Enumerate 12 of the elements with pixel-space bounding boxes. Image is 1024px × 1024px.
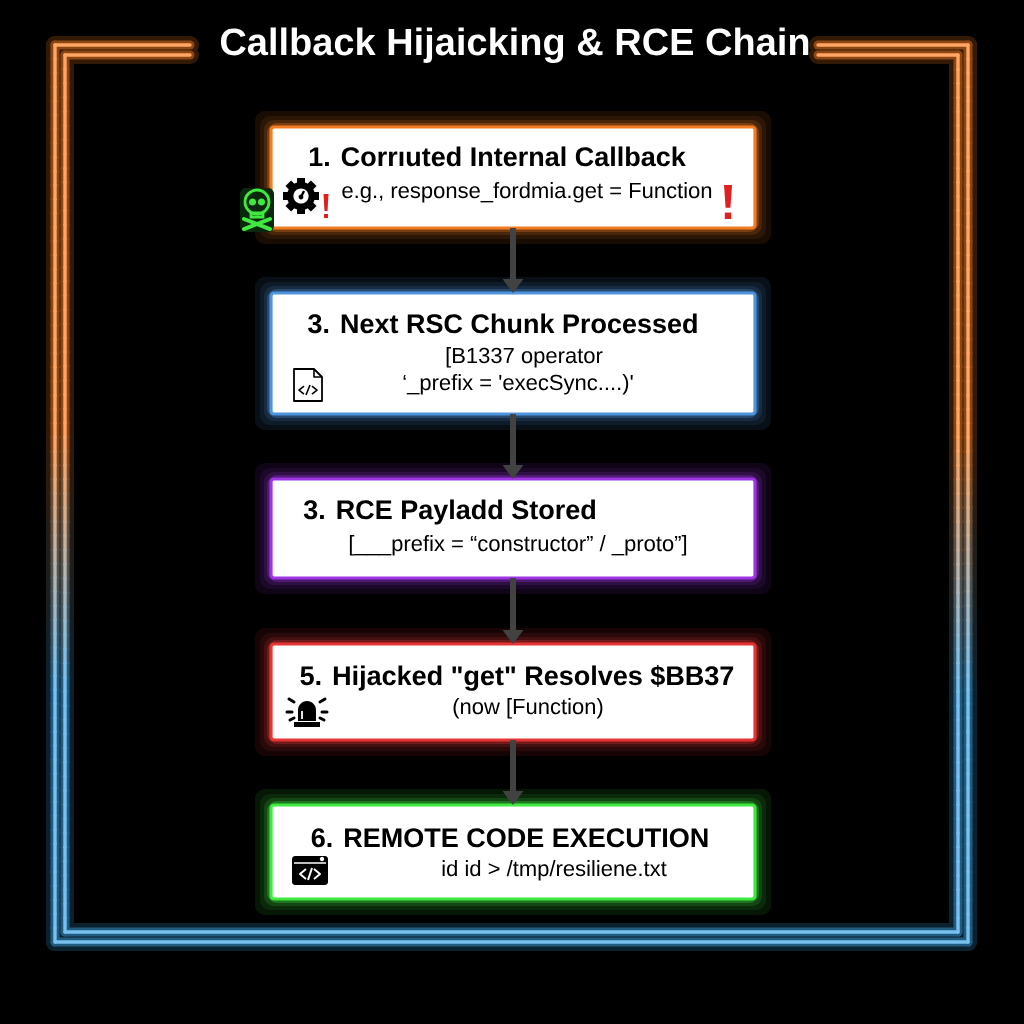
code-text: [B1337 operator	[446, 347, 603, 368]
code-text: ‘_prefix = 'execSync....)'	[403, 374, 633, 395]
title: Callback Hijaicking & RCE Chain	[220, 27, 809, 64]
step-title: 3. Next RSC Chunk Processed	[308, 313, 697, 334]
step-title: 1. Corrıuted Internal Callback	[309, 146, 686, 167]
step-title: 6. REMOTE CODE EXECUTION	[311, 828, 708, 848]
code-text: id id > /tmp/resiliene.txt	[442, 860, 667, 881]
code-text: e.g., response_fordmia.get = Function	[342, 182, 712, 203]
step-title: 5. Hijacked "get" Resolves $BB37	[300, 664, 734, 691]
step-title: 3. RCE Payladd Stored	[303, 499, 595, 525]
code-text: (now [Function)	[453, 698, 603, 719]
code-text: [___prefix = “constructor” / _proto”]	[349, 535, 687, 556]
